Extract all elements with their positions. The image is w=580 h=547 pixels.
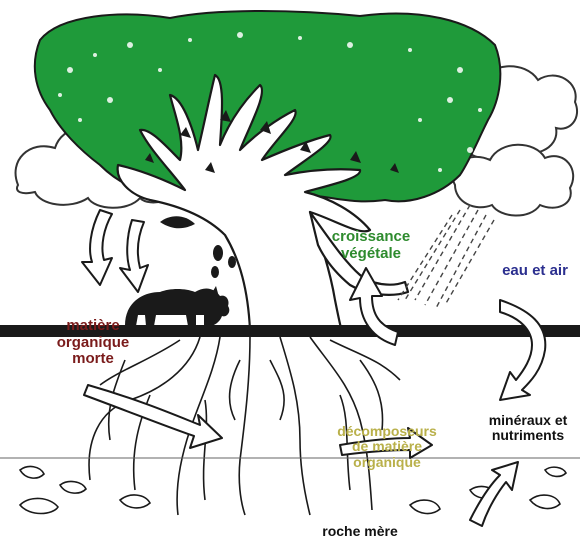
label-matiere-organique-morte: matière organique morte	[38, 318, 148, 368]
arrow-leaf-fall-2	[120, 220, 148, 292]
arrow-water-air	[500, 300, 545, 400]
label-roche-mere: roche mère	[300, 524, 420, 539]
label-eau-et-air: eau et air	[490, 263, 580, 280]
label-decomposeurs: décomposeurs de matière organique	[302, 424, 472, 470]
label-mineraux-nutriments: minéraux et nutriments	[476, 413, 580, 444]
arrow-leaf-fall-1	[82, 210, 112, 285]
label-croissance-vegetale: croissance végétale	[306, 229, 436, 262]
